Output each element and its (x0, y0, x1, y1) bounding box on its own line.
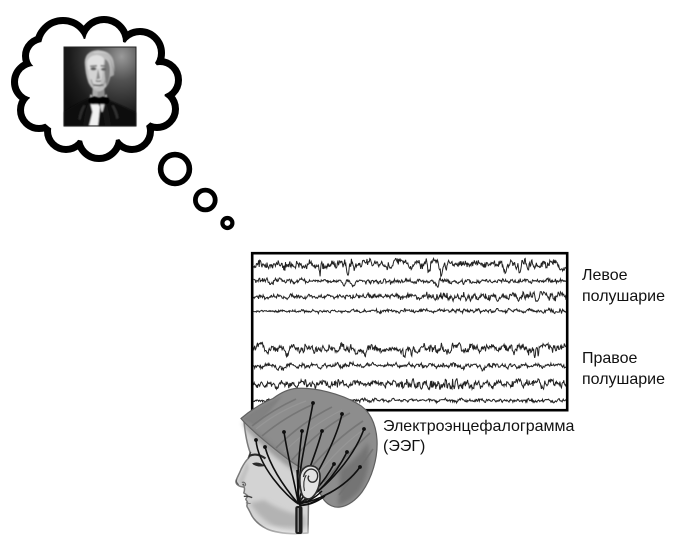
svg-text:Левое: Левое (582, 267, 628, 284)
svg-text:Электроэнцефалограмма: Электроэнцефалограмма (383, 418, 575, 435)
svg-text:полушарие: полушарие (582, 371, 665, 388)
svg-text:полушарие: полушарие (582, 288, 665, 305)
svg-text:(ЭЭГ): (ЭЭГ) (383, 438, 425, 455)
svg-text:Правое: Правое (582, 350, 638, 367)
